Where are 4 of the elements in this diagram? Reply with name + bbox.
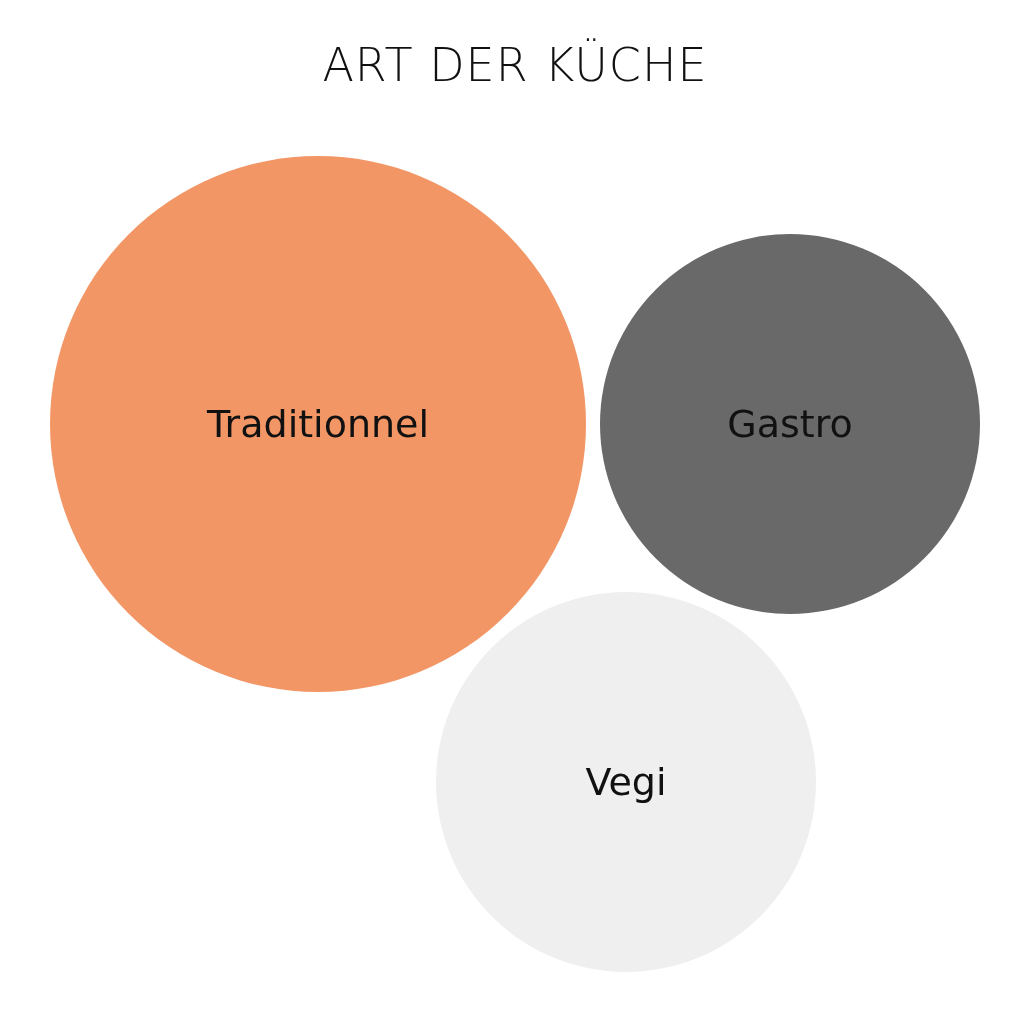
circle-label: Traditionnel (207, 402, 429, 446)
circle-label: Gastro (727, 402, 853, 446)
circle-label: Vegi (585, 760, 667, 804)
title: ART DER KÜCHE (322, 38, 708, 92)
